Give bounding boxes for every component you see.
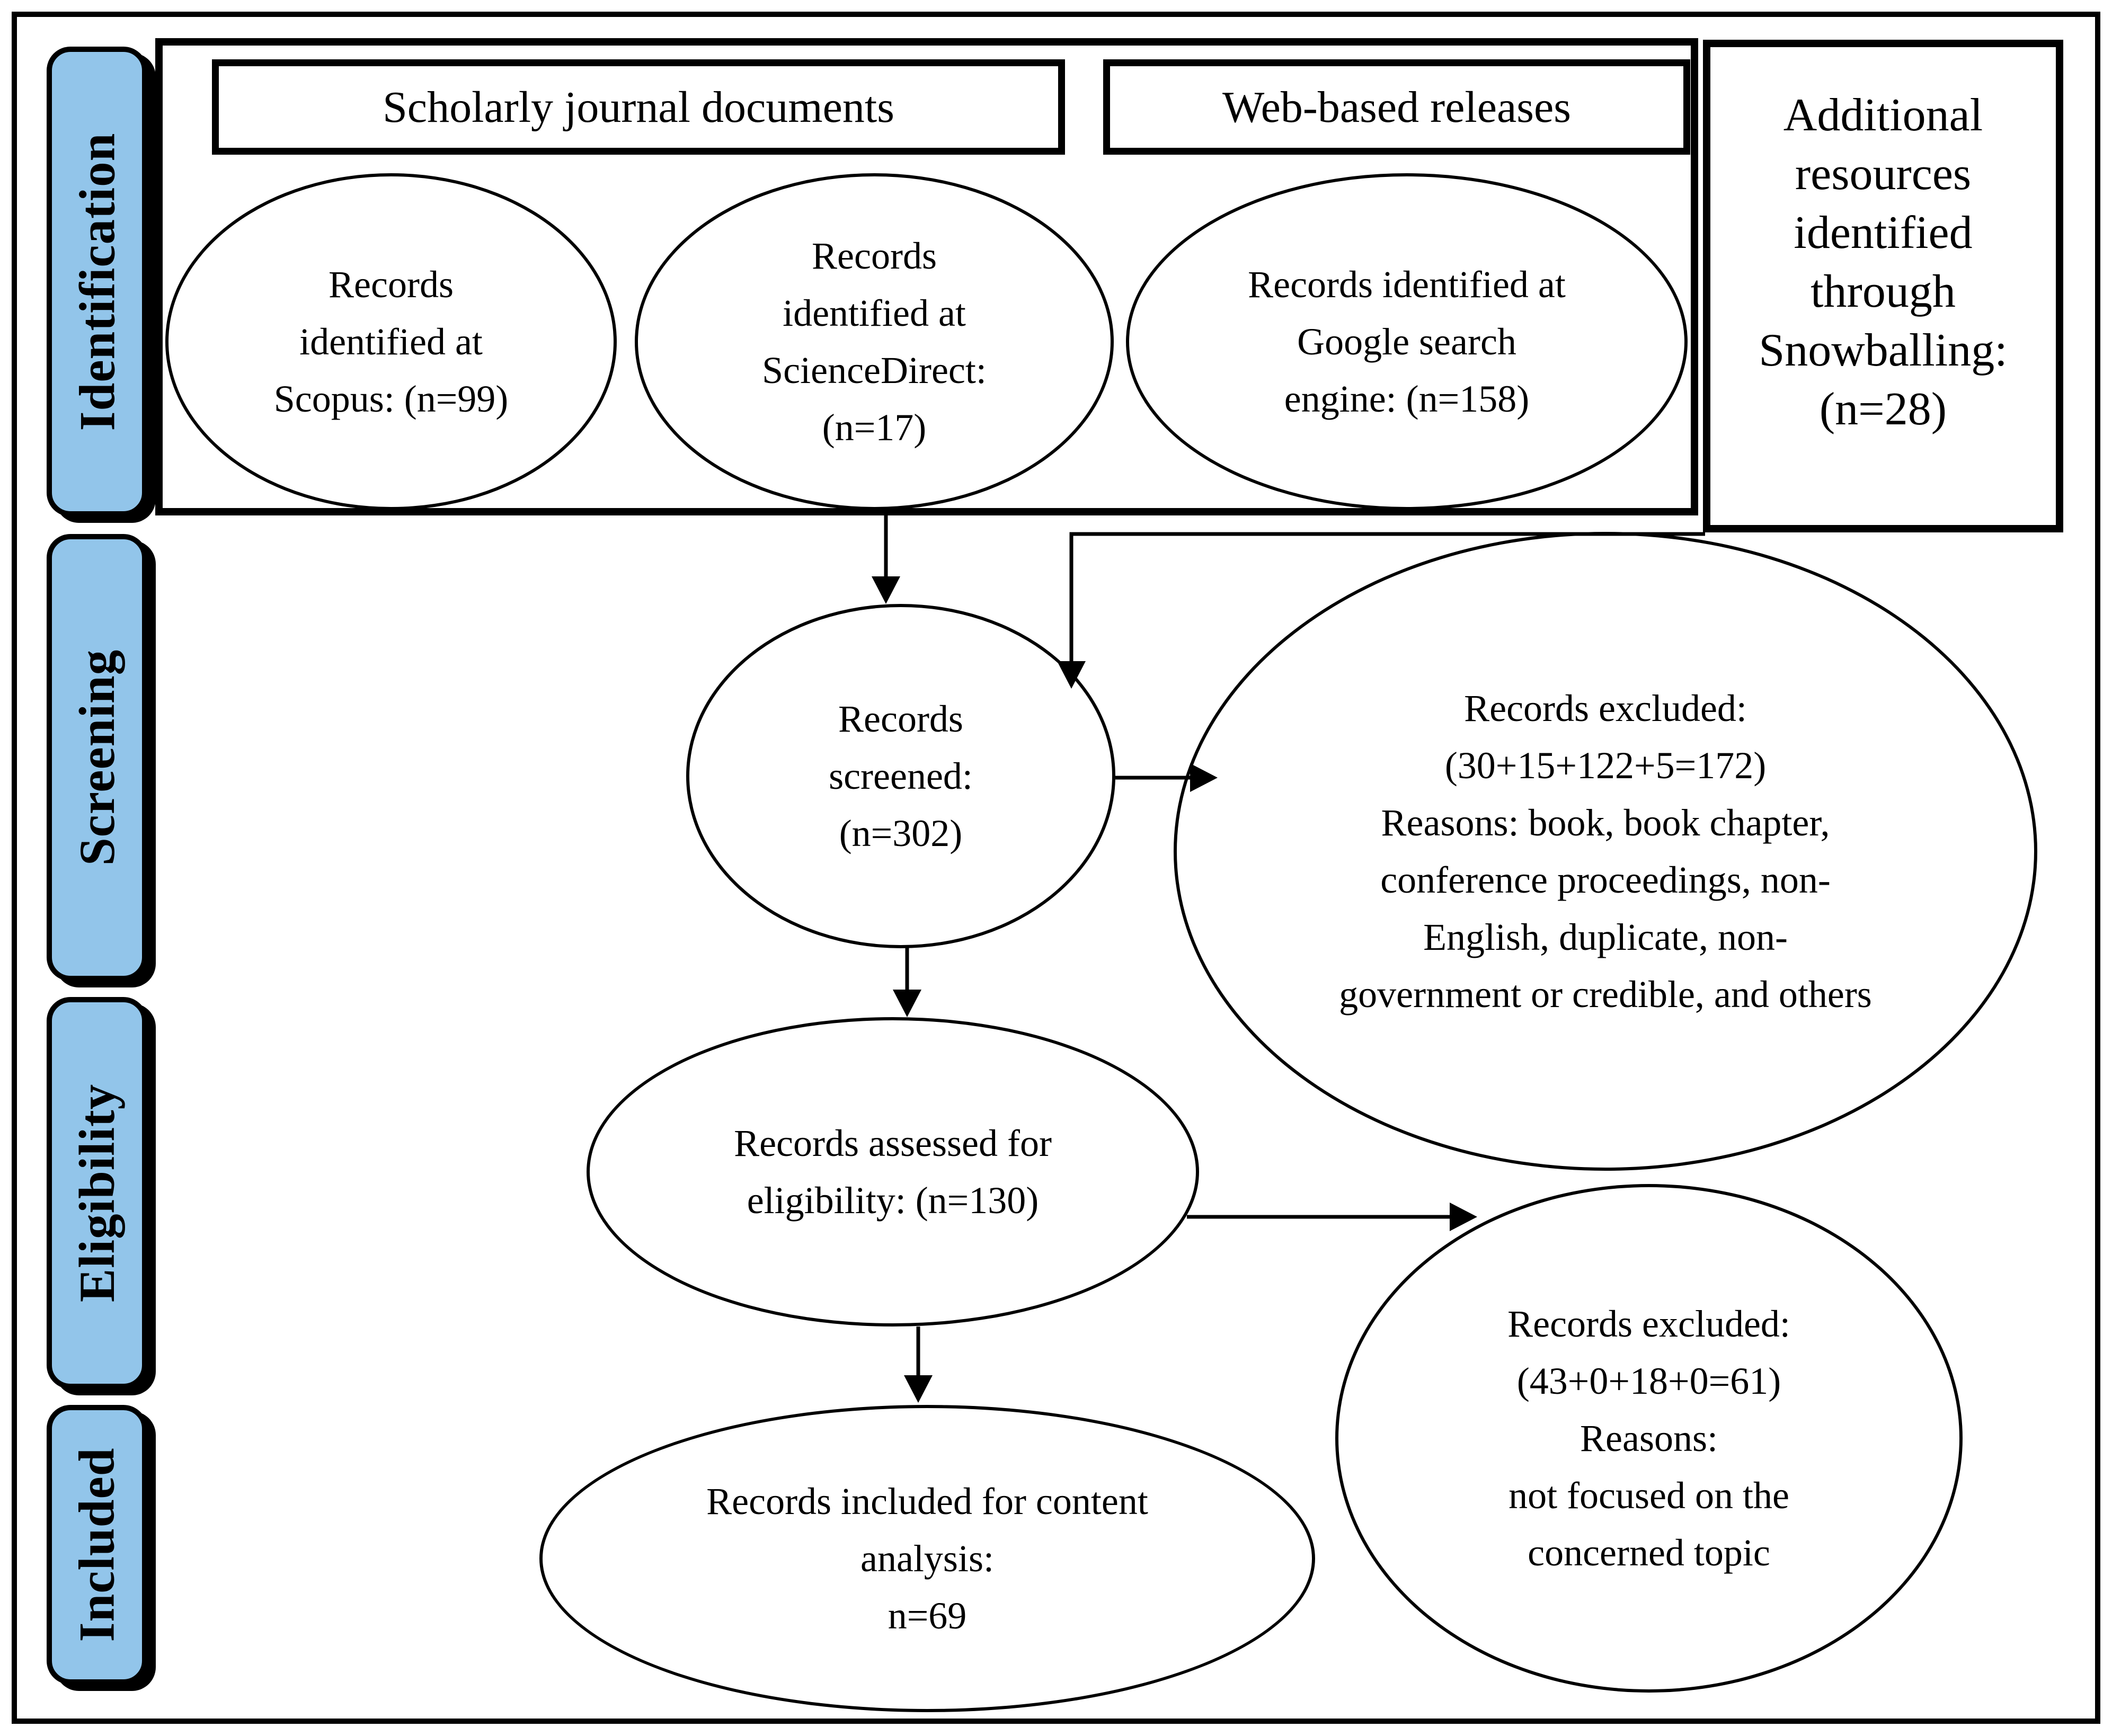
scholarly-header-label: Scholarly journal documents	[383, 82, 894, 132]
included-line-2: analysis:	[860, 1537, 994, 1580]
ellipse-records-excluded-screening: Records excluded: (30+15+122+5=172) Reas…	[1174, 532, 2037, 1171]
included-line-1: Records included for content	[706, 1480, 1148, 1523]
google-line-2: Google search	[1297, 321, 1516, 363]
included-text: Records included for content analysis: n…	[706, 1473, 1148, 1644]
snowballing-text: Additional resources identified through …	[1759, 86, 2007, 439]
ellipse-google: Records identified at Google search engi…	[1126, 173, 1688, 510]
snowballing-line-2: resources	[1795, 148, 1972, 200]
assessed-line-2: eligibility: (n=130)	[747, 1179, 1039, 1222]
scopus-line-1: Records	[329, 263, 454, 306]
excluded-eligibility-line-2: (43+0+18+0=61)	[1516, 1360, 1781, 1402]
screened-line-3: (n=302)	[839, 812, 963, 854]
web-header-label: Web-based releases	[1222, 82, 1571, 132]
included-line-3: n=69	[888, 1595, 967, 1637]
ellipse-records-screened: Records screened: (n=302)	[686, 604, 1115, 948]
excluded-eligibility-line-4: not focused on the	[1508, 1474, 1789, 1517]
identification-section-box	[155, 38, 1698, 515]
snowballing-line-3: identified	[1794, 207, 1973, 259]
phase-box-included: Included	[47, 1405, 147, 1685]
excluded-screening-line-6: government or credible, and others	[1339, 973, 1872, 1016]
screened-line-2: screened:	[829, 755, 973, 797]
assessed-text: Records assessed for eligibility: (n=130…	[734, 1115, 1052, 1229]
scholarly-journal-documents-header: Scholarly journal documents	[212, 59, 1065, 155]
scopus-line-2: identified at	[299, 321, 483, 363]
scopus-text: Records identified at Scopus: (n=99)	[274, 256, 509, 428]
outer-frame	[12, 12, 2100, 1724]
phase-box-eligibility: Eligibility	[47, 997, 147, 1389]
excluded-screening-line-4: conference proceedings, non-	[1380, 859, 1831, 901]
ellipse-records-excluded-eligibility: Records excluded: (43+0+18+0=61) Reasons…	[1335, 1184, 1963, 1693]
scopus-line-3: Scopus: (n=99)	[273, 378, 509, 420]
snowballing-line-4: through	[1811, 266, 1956, 317]
ellipse-records-included: Records included for content analysis: n…	[539, 1405, 1315, 1712]
phase-box-identification: Identification	[47, 47, 147, 517]
web-based-releases-header: Web-based releases	[1103, 59, 1690, 155]
phase-label-eligibility: Eligibility	[69, 1083, 126, 1303]
assessed-line-1: Records assessed for	[734, 1122, 1052, 1164]
sciencedirect-line-2: identified at	[783, 292, 966, 334]
phase-label-identification: Identification	[69, 132, 125, 431]
ellipse-records-assessed: Records assessed for eligibility: (n=130…	[587, 1017, 1199, 1327]
excluded-eligibility-line-1: Records excluded:	[1507, 1303, 1790, 1345]
sciencedirect-line-3: ScienceDirect:	[762, 349, 987, 391]
phase-box-screening: Screening	[47, 534, 147, 981]
ellipse-sciencedirect: Records identified at ScienceDirect: (n=…	[635, 173, 1114, 510]
snowballing-box: Additional resources identified through …	[1703, 40, 2063, 532]
screened-line-1: Records	[838, 698, 963, 740]
phase-label-included: Included	[69, 1447, 126, 1642]
excluded-screening-line-1: Records excluded:	[1464, 687, 1747, 729]
excluded-eligibility-line-3: Reasons:	[1580, 1417, 1718, 1459]
excluded-eligibility-line-5: concerned topic	[1528, 1532, 1770, 1574]
snowballing-line-1: Additional	[1783, 90, 1983, 141]
phase-label-screening: Screening	[69, 649, 125, 866]
sciencedirect-line-1: Records	[812, 235, 937, 277]
sciencedirect-line-4: (n=17)	[822, 406, 927, 449]
excluded-screening-line-3: Reasons: book, book chapter,	[1381, 802, 1830, 844]
google-line-1: Records identified at	[1248, 263, 1566, 306]
screened-text: Records screened: (n=302)	[829, 690, 973, 862]
excluded-screening-line-2: (30+15+122+5=172)	[1444, 744, 1767, 787]
snowballing-line-6: (n=28)	[1819, 384, 1947, 435]
ellipse-scopus: Records identified at Scopus: (n=99)	[165, 173, 617, 510]
google-line-3: engine: (n=158)	[1284, 378, 1530, 420]
snowballing-line-5: Snowballing:	[1759, 325, 2008, 376]
google-text: Records identified at Google search engi…	[1248, 256, 1566, 428]
excluded-screening-text: Records excluded: (30+15+122+5=172) Reas…	[1339, 680, 1872, 1023]
sciencedirect-text: Records identified at ScienceDirect: (n=…	[762, 227, 987, 456]
excluded-screening-line-5: English, duplicate, non-	[1423, 916, 1788, 958]
excluded-eligibility-text: Records excluded: (43+0+18+0=61) Reasons…	[1507, 1295, 1790, 1581]
